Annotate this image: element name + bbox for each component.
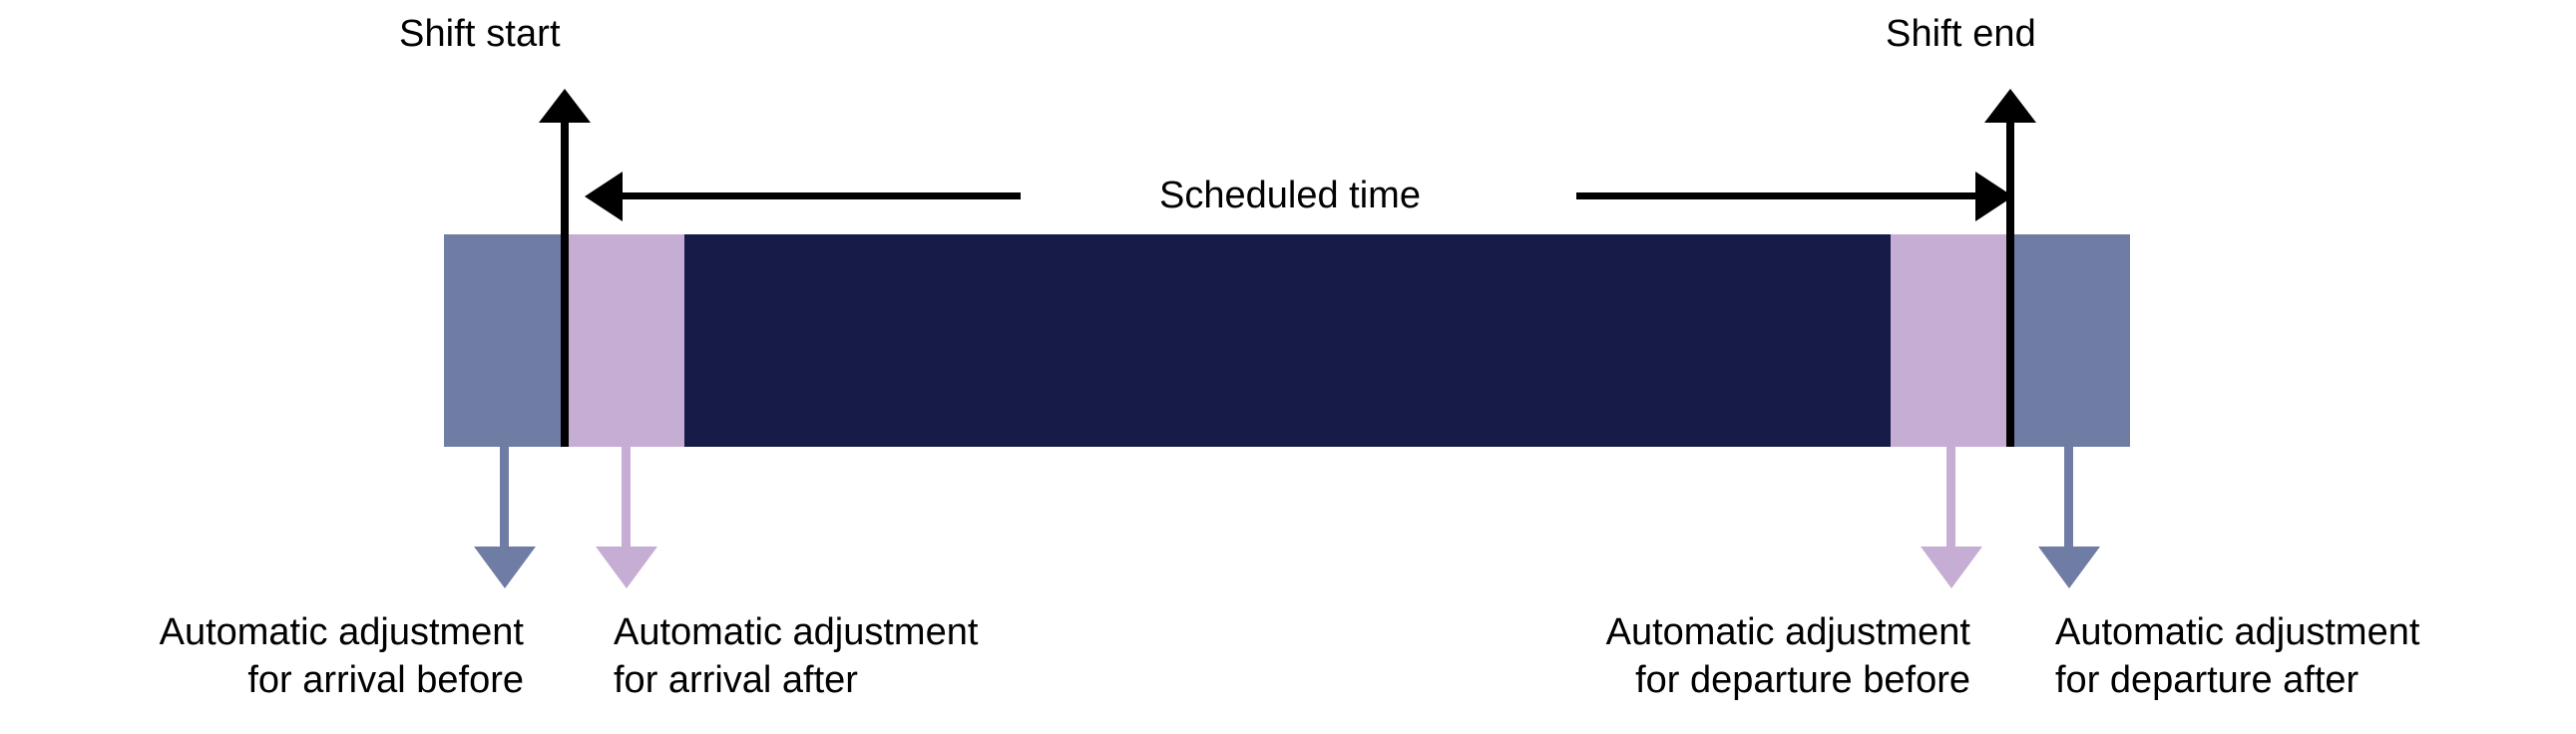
scheduled-time-left-arrowhead-icon (585, 172, 623, 221)
callout-arrival-after: Automatic adjustment for arrival after (614, 608, 1132, 704)
callout-departure-before: Automatic adjustment for departure befor… (1477, 608, 1970, 704)
shift-window-bar (444, 234, 2130, 447)
shift-start-arrowhead-icon (539, 89, 591, 123)
shift-end-label: Shift end (1886, 13, 2036, 55)
callout-departure-before-line2: for departure before (1635, 659, 1970, 701)
shift-end-marker-line (2006, 120, 2014, 447)
scheduled-time-left-rule (622, 192, 1021, 199)
scheduled-time-right-rule (1576, 192, 1975, 199)
arrival-before-connector (500, 447, 509, 547)
callout-departure-after-line1: Automatic adjustment (2055, 611, 2420, 653)
arrival-before-arrowhead-icon (474, 547, 536, 588)
callout-arrival-after-line1: Automatic adjustment (614, 611, 979, 653)
arrival-after-arrowhead-icon (596, 547, 657, 588)
arrival-before-band (444, 234, 565, 447)
scheduled-band (684, 234, 1891, 447)
shift-start-label: Shift start (399, 13, 561, 55)
scheduled-time-right-arrowhead-icon (1975, 172, 2013, 221)
departure-before-arrowhead-icon (1921, 547, 1982, 588)
callout-departure-after: Automatic adjustment for departure after (2055, 608, 2574, 704)
departure-after-band (2010, 234, 2130, 447)
shift-end-arrowhead-icon (1984, 89, 2036, 123)
callout-arrival-before-line2: for arrival before (247, 659, 524, 701)
shift-start-marker-line (561, 120, 569, 447)
callout-arrival-before-line1: Automatic adjustment (159, 611, 524, 653)
callout-arrival-before: Automatic adjustment for arrival before (30, 608, 524, 704)
scheduled-time-label: Scheduled time (1159, 175, 1421, 216)
callout-departure-after-line2: for departure after (2055, 659, 2360, 701)
departure-after-connector (2064, 447, 2073, 547)
departure-after-arrowhead-icon (2038, 547, 2100, 588)
callout-arrival-after-line2: for arrival after (614, 659, 858, 701)
callout-departure-before-line1: Automatic adjustment (1605, 611, 1970, 653)
arrival-after-band (565, 234, 684, 447)
departure-before-connector (1946, 447, 1955, 547)
arrival-after-connector (622, 447, 631, 547)
departure-before-band (1891, 234, 2010, 447)
